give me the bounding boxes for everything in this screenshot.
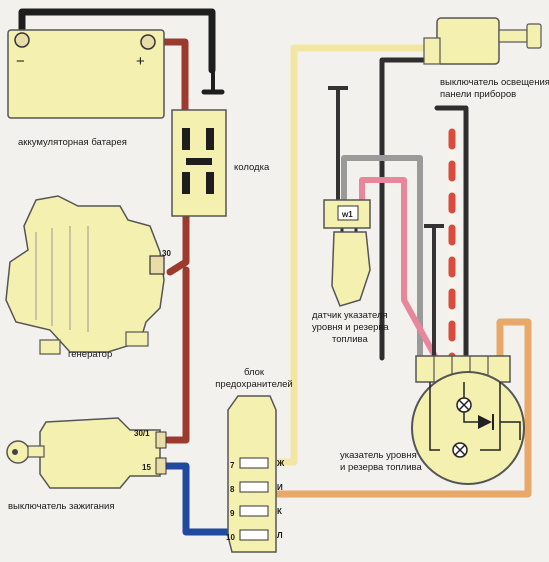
ignition-key-shaft [27, 445, 45, 458]
battery: − + аккумуляторная батарея [7, 29, 165, 148]
battery-terminal-negative [14, 32, 30, 48]
generator: 30 генератор [5, 195, 171, 360]
connector-contact [206, 172, 214, 194]
fuel-gauge: указатель уровня и резерва топлива [340, 355, 525, 485]
connector-contact [206, 128, 214, 150]
fuse-block: 7 8 9 10 Ж И К Л блок предохранителей [215, 367, 293, 553]
light-switch-shaft [498, 29, 528, 43]
connector-contact [182, 128, 190, 150]
battery-minus-sign: − [16, 53, 25, 70]
battery-body [7, 29, 165, 119]
battery-terminal-positive [140, 34, 156, 50]
ignition-switch: 30/1 15 выключатель зажигания [6, 417, 167, 512]
gauge-label-line2: и резерва топлива [340, 462, 422, 473]
ignition-terminal-b-label: 15 [142, 463, 151, 472]
ignition-switch-label: выключатель зажигания [8, 501, 115, 512]
fuse-letter: Л [277, 531, 283, 540]
lamp-icon-cross [454, 444, 466, 456]
wire-sensor-gray [341, 155, 423, 361]
fuse-block-label-line2: предохранителей [215, 379, 292, 390]
light-switch-body [436, 17, 500, 65]
connector-jumper [186, 158, 212, 165]
generator-terminal-label: 30 [162, 249, 171, 258]
ignition-terminal-15 [155, 457, 167, 475]
wire-light-switch-to-gauge-1 [379, 57, 440, 361]
generator-fins [35, 226, 89, 332]
battery-label: аккумуляторная батарея [18, 137, 127, 148]
fuel-sensor: w1 датчик указателя уровня и резерва топ… [312, 86, 389, 345]
connector-contact [182, 172, 190, 194]
fuse-slot [239, 529, 269, 541]
fuse-block-body [227, 395, 277, 553]
generator-foot [39, 339, 61, 355]
wire-light-switch-to-gauge-2 [434, 105, 469, 361]
gauge-connector-dividers [433, 356, 489, 382]
ignition-key-hole [12, 449, 18, 455]
sensor-label-line3: топлива [332, 334, 368, 345]
fuse-number: 8 [230, 485, 235, 494]
connector-block-label: колодка [234, 162, 270, 173]
fuse-slot [239, 481, 269, 493]
fuse-number: 7 [230, 461, 235, 470]
fuse-letter: И [277, 483, 283, 492]
wire-battery-negative [18, 8, 216, 74]
generator-body [5, 195, 165, 353]
gauge-body [411, 371, 525, 485]
wire-ignition-15 [156, 462, 236, 536]
light-switch-knob [526, 23, 542, 49]
fuse-block-label-line1: блок [244, 367, 265, 378]
ignition-terminal-a-label: 30/1 [134, 429, 150, 438]
wire-fuse-to-gauge [271, 318, 532, 498]
reserve-probe [424, 224, 444, 358]
gauge-label-line1: указатель уровня [340, 450, 417, 461]
dash-light-switch: выключатель освещения панели приборов [423, 17, 549, 100]
wire-main-power [164, 211, 190, 444]
diode-icon [478, 415, 492, 429]
wires [18, 8, 532, 536]
generator-foot [125, 331, 149, 347]
ignition-switch-body [39, 417, 161, 489]
wire-fuse-to-light-switch [271, 44, 430, 466]
ignition-terminal-30-1 [155, 431, 167, 449]
generator-label: генератор [68, 349, 112, 360]
battery-plus-sign: + [136, 53, 145, 70]
fuse-letter: Ж [276, 459, 285, 468]
fuse-slot [239, 505, 269, 517]
sensor-terminal [337, 205, 359, 221]
wire-sensor-pink [359, 177, 439, 361]
fuse-number: 9 [230, 509, 235, 518]
gauge-internal-wiring [429, 382, 521, 451]
fuse-number: 10 [226, 533, 235, 542]
light-switch-label-line1: выключатель освещения [440, 77, 549, 88]
light-switch-label-line2: панели приборов [440, 89, 516, 100]
sensor-label-line2: уровня и резерва [312, 322, 389, 333]
fuse-letter: К [277, 507, 282, 516]
lamp-icon-cross [458, 399, 470, 411]
light-switch-connector [423, 37, 441, 65]
connector-block: колодка [171, 109, 270, 217]
sensor-label-line1: датчик указателя [312, 310, 388, 321]
generator-terminal [149, 255, 165, 275]
sensor-terminal-label: w1 [341, 210, 353, 219]
sensor-float-arm [331, 231, 371, 307]
fuse-slot [239, 457, 269, 469]
